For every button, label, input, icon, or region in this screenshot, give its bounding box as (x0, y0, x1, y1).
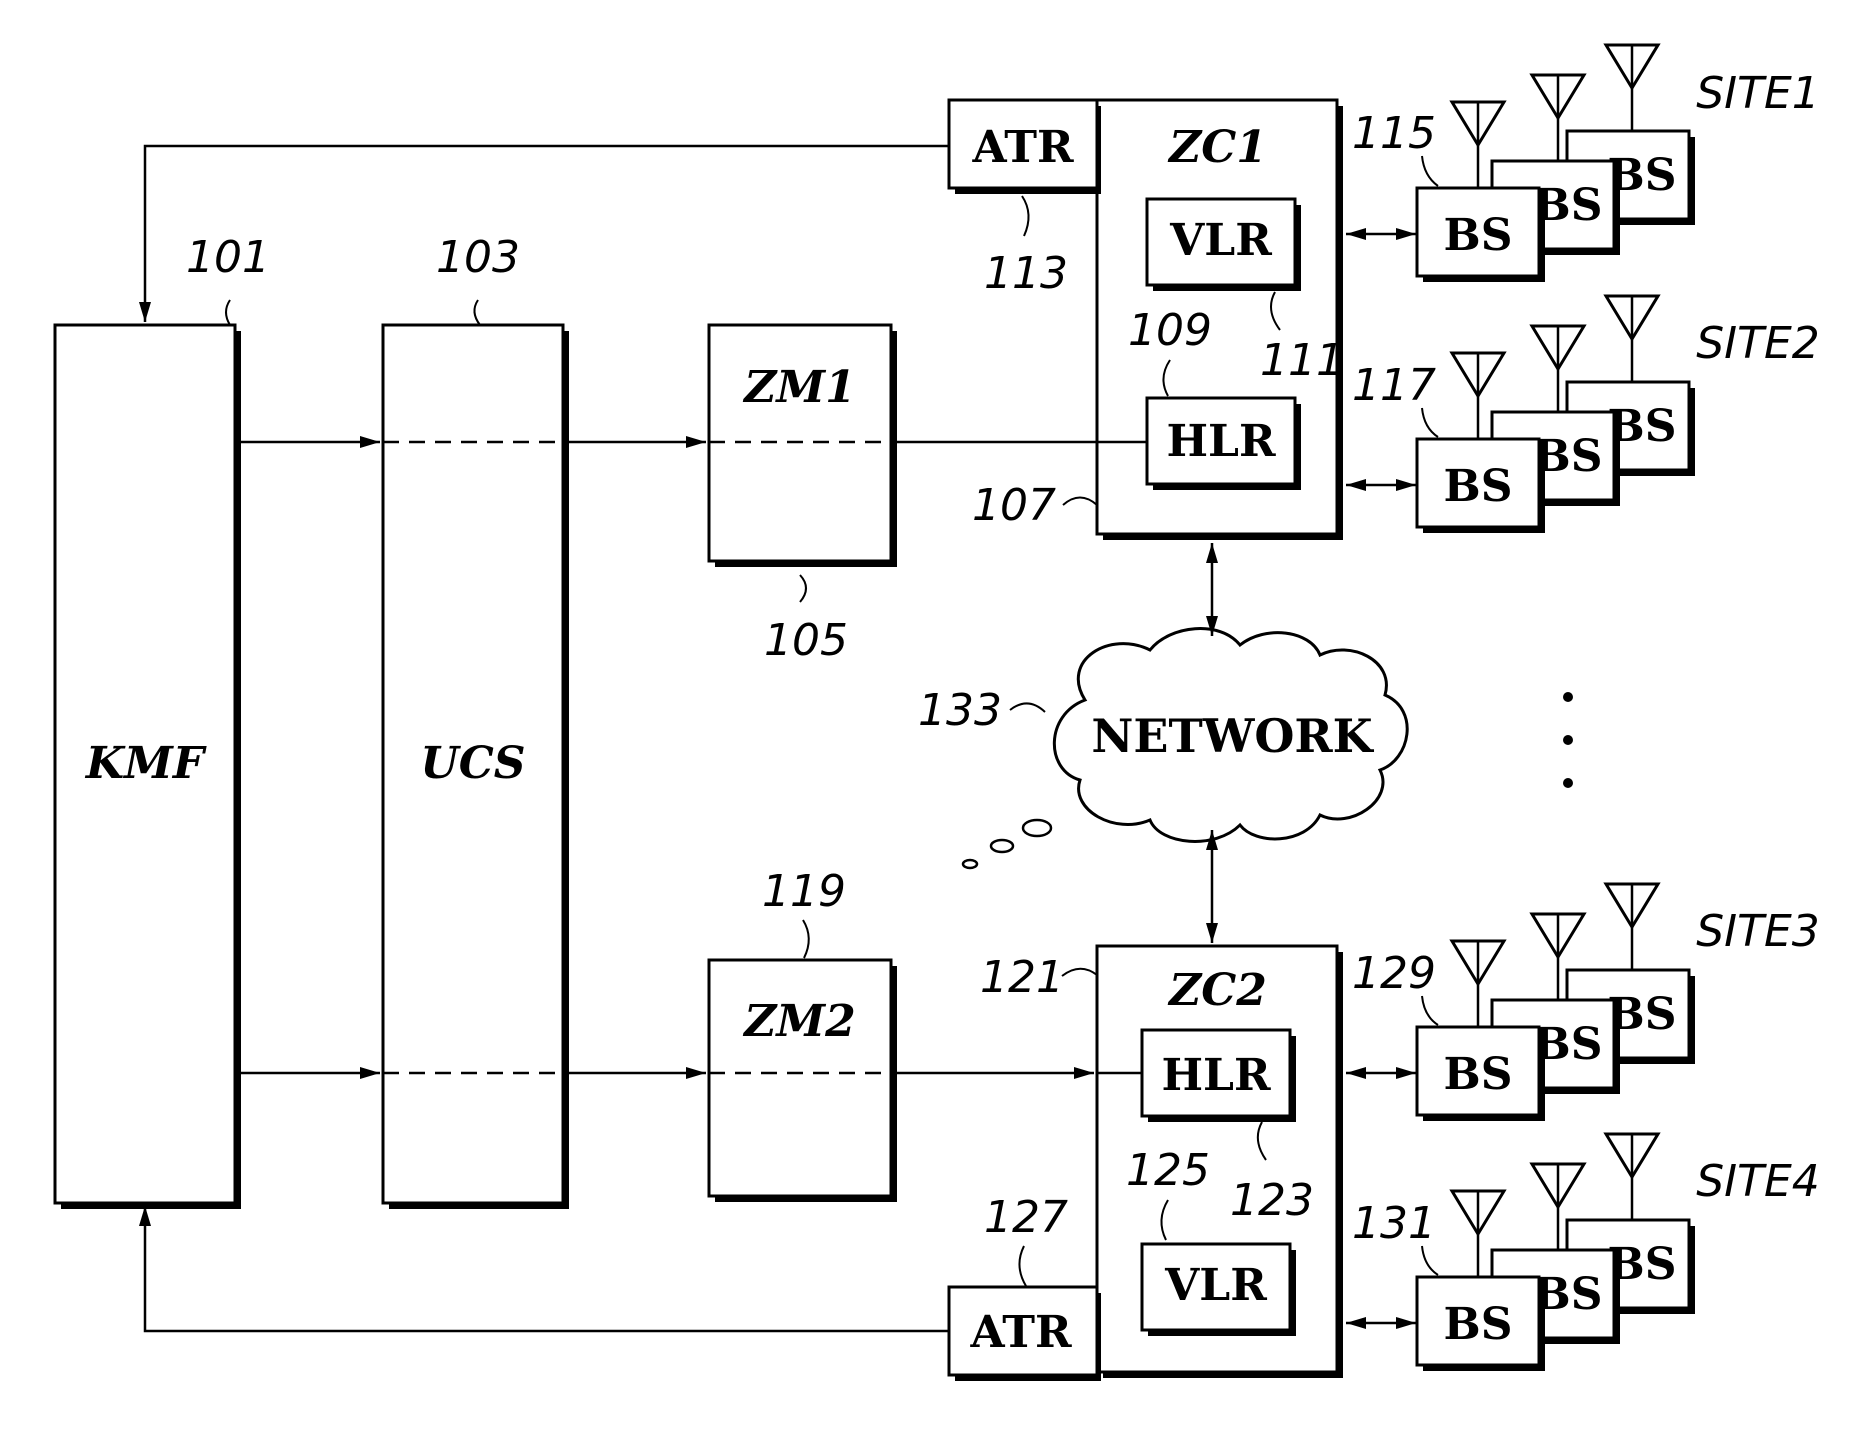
site1: BS BS BS SITE1 (1417, 45, 1820, 282)
ref-131-leader (1422, 1246, 1438, 1275)
kmf-block: KMF (55, 325, 241, 1209)
zm2-label: ZM2 (742, 996, 855, 1047)
site4-bs-1: BS (1417, 1191, 1545, 1371)
ucs-block: UCS (383, 325, 569, 1209)
svg-text:BS: BS (1444, 1299, 1513, 1350)
ref-125: 125 (1126, 1145, 1210, 1196)
ref-131: 131 (1352, 1198, 1436, 1249)
ref-121: 121 (980, 952, 1064, 1003)
ref-119: 119 (762, 866, 846, 917)
zm1-block: ZM1 (709, 325, 897, 567)
ref-133: 133 (918, 685, 1002, 736)
ucs-label: UCS (420, 738, 525, 789)
zm1-label: ZM1 (742, 362, 855, 413)
ref-115-leader (1422, 156, 1438, 186)
ref-101-leader (226, 300, 230, 325)
ref-119-leader (803, 920, 809, 958)
atr2-block: ATR (949, 1287, 1101, 1381)
zc2-vlr-label: VLR (1164, 1260, 1267, 1311)
zc1-vlr-label: VLR (1169, 215, 1272, 266)
ref-127-leader (1019, 1246, 1026, 1286)
zc1-hlr-label: HLR (1166, 416, 1276, 467)
ref-113-leader (1022, 196, 1029, 236)
ref-109: 109 (1128, 305, 1212, 356)
ref-123: 123 (1230, 1175, 1314, 1226)
ref-115: 115 (1352, 108, 1436, 159)
ref-107-leader (1063, 498, 1097, 506)
ref-121-leader (1062, 969, 1097, 976)
zc2-label: ZC2 (1167, 965, 1267, 1016)
site1-label: SITE1 (1696, 68, 1820, 119)
ref-107: 107 (972, 480, 1056, 531)
site4: BS BS BS SITE4 (1417, 1134, 1820, 1371)
kmf-label: KMF (84, 738, 207, 789)
ref-117-leader (1422, 408, 1438, 437)
svg-text:BS: BS (1444, 461, 1513, 512)
ref-117: 117 (1352, 360, 1436, 411)
ref-129: 129 (1352, 948, 1436, 999)
site2-label: SITE2 (1696, 318, 1820, 369)
ref-113: 113 (984, 248, 1068, 299)
zm2-block: ZM2 (709, 960, 897, 1202)
zc1-vlr-block: VLR (1147, 199, 1301, 291)
ref-129-leader (1422, 996, 1438, 1025)
more-sites-ellipsis (1563, 692, 1573, 788)
ref-111: 111 (1260, 335, 1344, 386)
zc2-hlr-label: HLR (1161, 1050, 1271, 1101)
site3-label: SITE3 (1696, 906, 1820, 957)
ref-103: 103 (436, 232, 520, 283)
svg-text:BS: BS (1444, 210, 1513, 261)
ref-105: 105 (764, 615, 848, 666)
site2-bs-1: BS (1417, 353, 1545, 533)
zc2-vlr-block: VLR (1142, 1244, 1296, 1336)
zc2-hlr-block: HLR (1142, 1030, 1296, 1122)
ref-103-leader (474, 300, 480, 325)
svg-text:BS: BS (1444, 1049, 1513, 1100)
site3: BS BS BS SITE3 (1417, 884, 1820, 1121)
atr2-label: ATR (969, 1307, 1071, 1358)
atr1-block: ATR (949, 100, 1101, 194)
site3-bs-1: BS (1417, 941, 1545, 1121)
ref-101: 101 (186, 232, 270, 283)
network-label: NETWORK (1091, 709, 1374, 763)
site2: BS BS BS SITE2 (1417, 296, 1820, 533)
zc1-label: ZC1 (1167, 122, 1267, 173)
site4-label: SITE4 (1696, 1156, 1820, 1207)
zc1-hlr-block: HLR (1147, 398, 1301, 490)
atr1-label: ATR (971, 122, 1073, 173)
ref-127: 127 (984, 1192, 1068, 1243)
site1-bs-1: BS (1417, 102, 1545, 282)
ref-105-leader (800, 575, 806, 602)
network-cloud: NETWORK (963, 629, 1407, 868)
ref-133-leader (1010, 703, 1045, 712)
